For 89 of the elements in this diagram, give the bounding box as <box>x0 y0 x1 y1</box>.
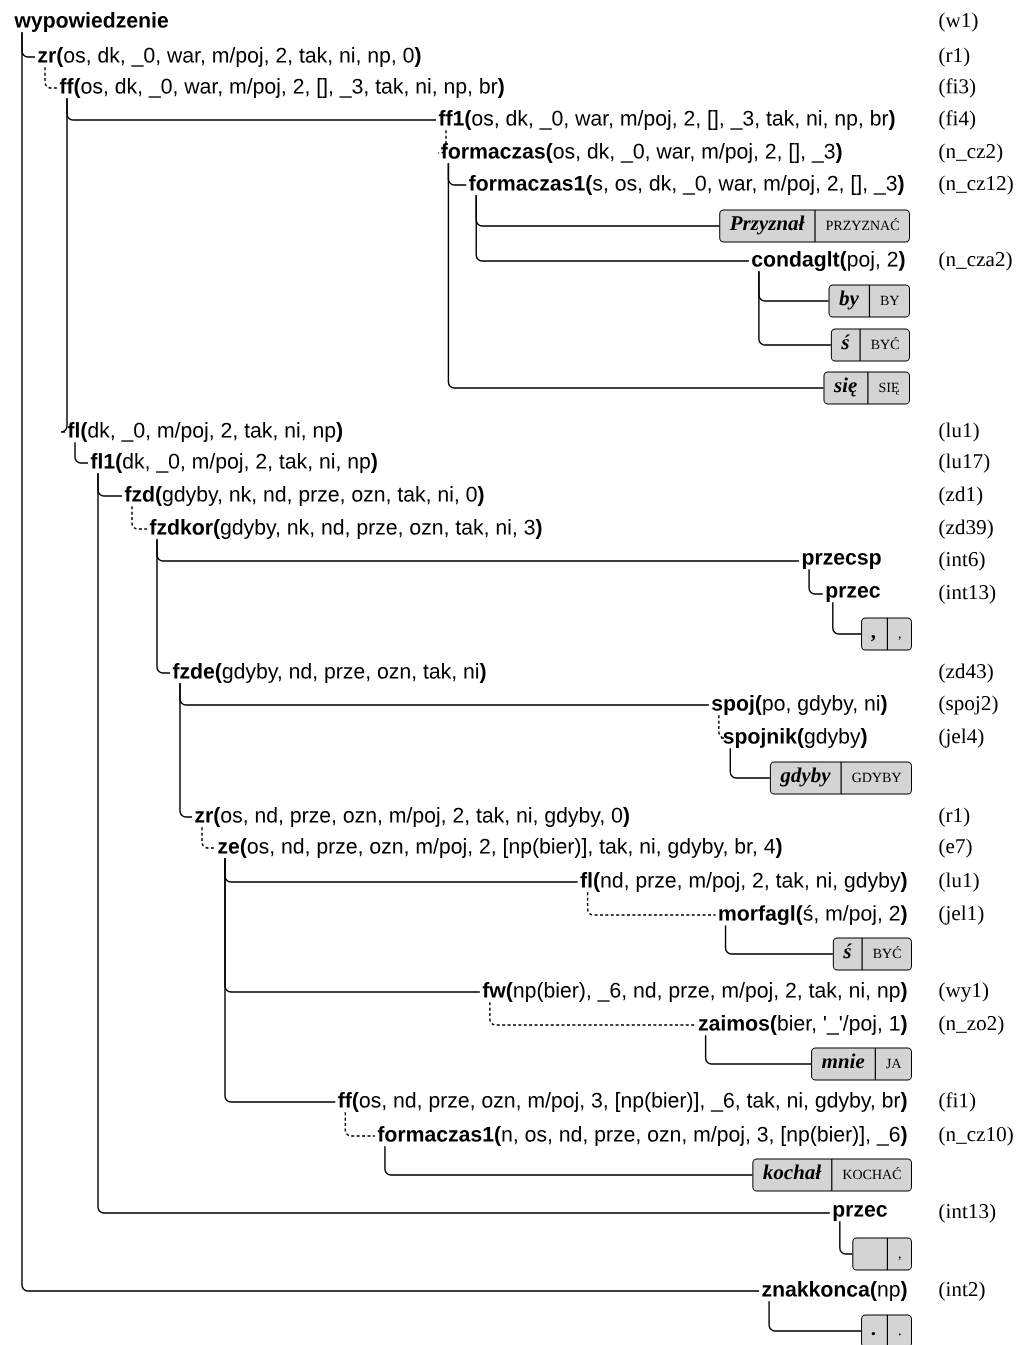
tree-node-label: wypowiedzenie <box>14 12 168 32</box>
rule-id: (lu1) <box>939 872 979 892</box>
tree-branch <box>704 1034 812 1065</box>
rule-id: (zd39) <box>939 519 993 539</box>
tree-node-label: spoj(po, gdyby, ni) <box>712 695 887 715</box>
token-box: gdyby GDYBY <box>769 761 912 795</box>
tree-node-label: fw(np(bier), _6, nd, prze, m/poj, 2, tak, ni, np) <box>482 982 907 1002</box>
token-box: ś BYĆ <box>830 328 910 362</box>
tree-node-label: formaczas1(n, os, nd, prze, ozn, m/poj, 3, [np(bier)], _6) <box>377 1126 907 1146</box>
rule-id: (fi1) <box>939 1092 976 1112</box>
tree-branch <box>586 891 717 916</box>
token-box: ś BYĆ <box>832 937 912 971</box>
tree-branch <box>808 568 824 595</box>
tree-node-label: zr(os, dk, _0, war, m/poj, 2, tak, ni, np, 0) <box>38 47 421 67</box>
tree-node-label: przec <box>826 586 880 602</box>
tree-branch <box>724 924 834 955</box>
tree-branch <box>131 505 148 530</box>
tree-branch <box>768 1300 862 1332</box>
tree-branch <box>832 601 862 635</box>
tree-branch <box>224 857 336 1103</box>
tree-branch <box>839 1220 853 1255</box>
tree-branch <box>21 31 760 1292</box>
rule-id: (jel4) <box>939 728 984 748</box>
tree-branch <box>447 162 825 389</box>
rule-id: (fi4) <box>939 110 976 130</box>
tree-branch <box>44 66 58 89</box>
rule-id: (wy1) <box>939 982 989 1002</box>
rule-id: (int13) <box>939 1203 996 1223</box>
tree-branch <box>60 97 68 433</box>
tree-branch <box>179 682 193 818</box>
rule-id: (fi3) <box>939 78 976 98</box>
tree-branch <box>384 1145 754 1176</box>
tree-branch <box>489 1001 697 1026</box>
tree-node-label: ff1(os, dk, _0, war, m/poj, 2, [], _3, tak, ni, np, br) <box>438 110 895 130</box>
tree-branch <box>475 194 750 262</box>
tree-branch <box>437 129 447 154</box>
rule-id: (int13) <box>939 584 996 604</box>
token-box: . . <box>861 1314 912 1345</box>
tree-node-label: spojnik(gdyby) <box>723 728 867 748</box>
tree-branch <box>718 714 726 739</box>
tree-node-label: przecsp <box>802 553 881 569</box>
rule-id: (zd43) <box>939 663 993 683</box>
tree-node-label: morfagl(ś, m/poj, 2) <box>719 904 907 926</box>
rule-id: (n_cz12) <box>939 175 1013 195</box>
tree-node-label: fl(nd, prze, m/poj, 2, tak, ni, gdyby) <box>580 872 907 892</box>
tree-branch <box>758 270 832 346</box>
tree-node-label: condaglt(poj, 2) <box>752 251 905 271</box>
rule-id: (w1) <box>939 12 978 32</box>
rule-id: (int2) <box>939 1281 985 1301</box>
token-box: kochał KOCHAĆ <box>752 1158 912 1192</box>
rule-id: (lu1) <box>939 422 979 442</box>
token-box: się SIĘ <box>823 371 910 405</box>
tree-node-label: fzde(gdyby, nd, prze, ozn, tak, ni) <box>172 663 486 683</box>
token-box: mnie JA <box>811 1047 912 1081</box>
rule-id: (r1) <box>939 47 970 67</box>
tree-branch <box>201 826 216 849</box>
token-box: , <box>852 1237 912 1271</box>
rule-id: (n_cz2) <box>939 143 1003 163</box>
token-box: , , <box>861 617 912 651</box>
tree-node-label: fl1(dk, _0, m/poj, 2, tak, ni, np) <box>90 453 377 473</box>
rule-id: (n_zo2) <box>939 1015 1004 1035</box>
tree-node-label: formaczas(os, dk, _0, war, m/poj, 2, [], _3) <box>441 143 842 163</box>
tree-node-label: przec <box>833 1205 887 1221</box>
tree-node-label: ff(os, dk, _0, war, m/poj, 2, [], _3, tak, ni, np, br) <box>59 78 504 98</box>
rule-id: (e7) <box>939 838 972 858</box>
tree-node-label: formaczas1(s, os, dk, _0, war, m/poj, 2, [], _3) <box>469 175 904 195</box>
tree-branch <box>97 472 831 1214</box>
rule-id: (lu17) <box>939 453 990 473</box>
tree-node-label: zaimos(bier, '_'/poj, 1) <box>698 1015 907 1035</box>
rule-id: (n_cz10) <box>939 1126 1013 1146</box>
tree-node-label: fl(dk, _0, m/poj, 2, tak, ni, np) <box>67 422 343 442</box>
rule-id: (jel1) <box>939 905 984 925</box>
rule-id: (int6) <box>939 551 985 571</box>
tree-node-label: zr(os, nd, prze, ozn, m/poj, 2, tak, ni, gdyby, 0) <box>195 807 629 827</box>
tree-branch <box>156 538 171 674</box>
token-box: by BY <box>828 284 910 318</box>
rule-id: (spoj2) <box>939 695 998 715</box>
tree-node-label: fzd(gdyby, nk, nd, prze, ozn, tak, ni, 0) <box>124 486 484 506</box>
tree-node-label: znakkonca(np) <box>762 1281 907 1301</box>
token-box: Przyznał PRZYZNAĆ <box>719 209 910 243</box>
tree-node-label: ze(os, nd, prze, ozn, m/poj, 2, [np(bier)], tak, ni, gdyby, br, 4) <box>218 838 782 858</box>
tree-node-label: ff(os, nd, prze, ozn, m/poj, 3, [np(bier)], _6, tak, ni, gdyby, br) <box>338 1092 907 1112</box>
rule-id: (n_cza2) <box>939 251 1012 271</box>
tree-branch <box>729 747 771 779</box>
rule-id: (zd1) <box>939 486 983 506</box>
rule-id: (r1) <box>939 807 970 827</box>
tree-node-label: fzdkor(gdyby, nk, nd, prze, ozn, tak, ni, 3) <box>149 519 542 539</box>
tree-branch <box>74 441 89 464</box>
tree-branch <box>344 1111 376 1137</box>
